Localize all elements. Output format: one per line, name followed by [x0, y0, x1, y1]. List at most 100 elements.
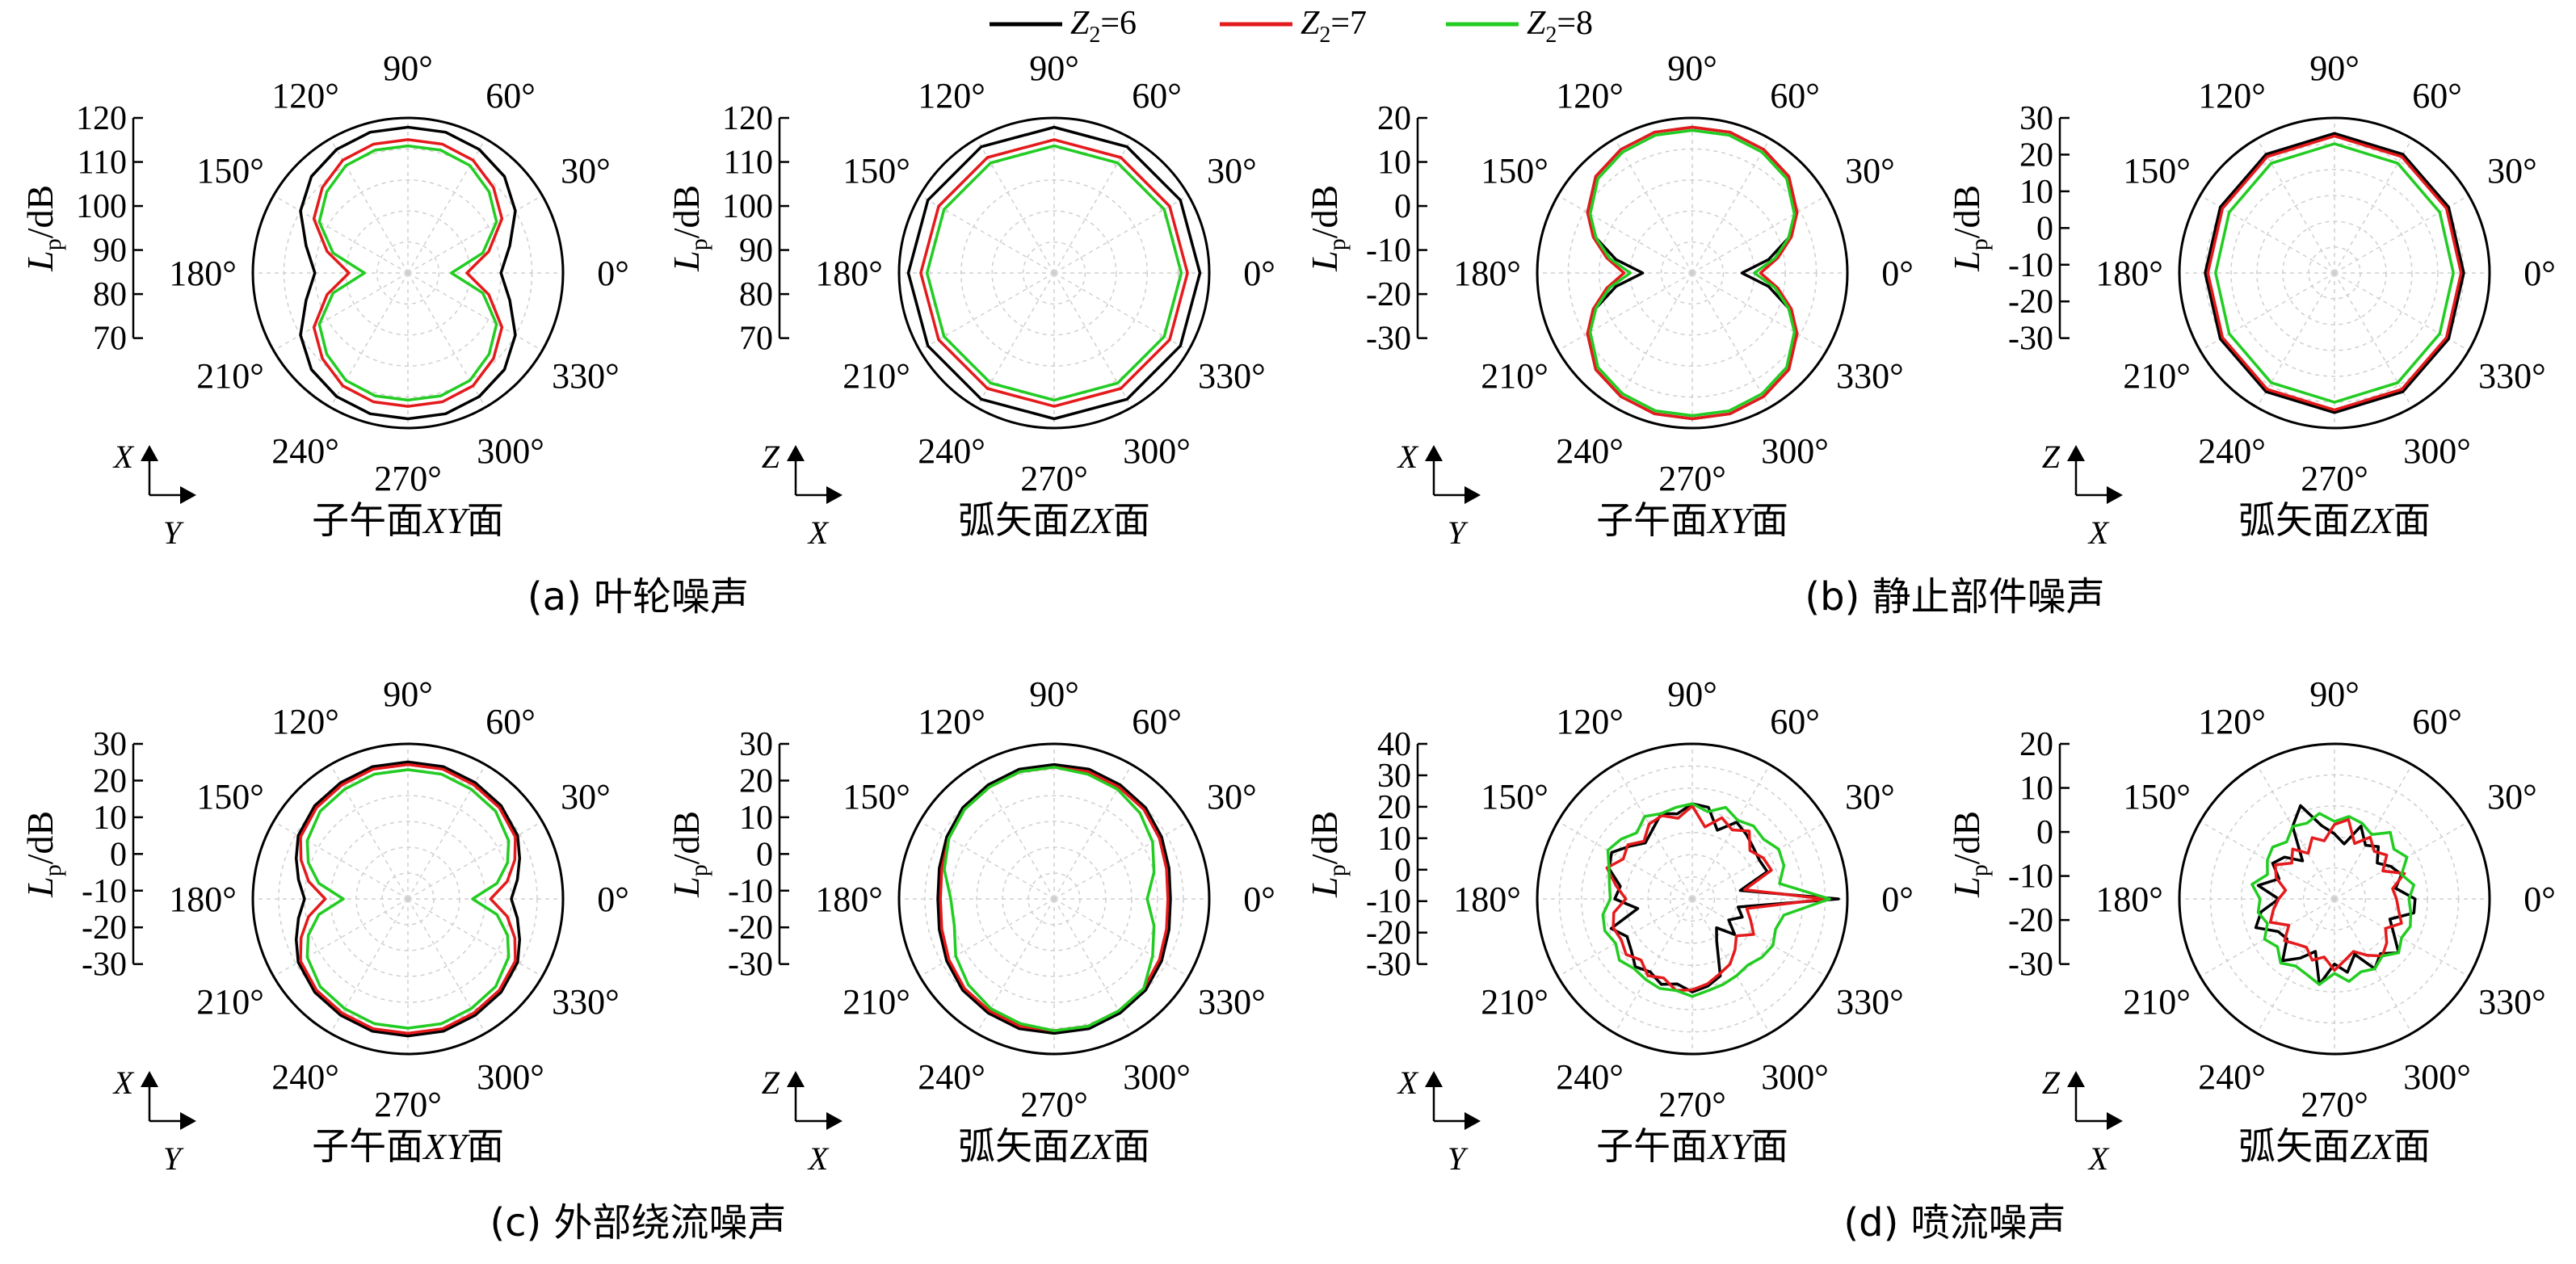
outer-ring [897, 116, 1211, 430]
plane-axes: ZX [2350, 500, 2395, 541]
grid-spoke [2256, 272, 2335, 408]
angle-label: 60° [485, 702, 536, 741]
angle-label: 90° [2309, 674, 2360, 714]
radial-tick-label: -20 [1366, 276, 1411, 313]
angle-label: 210° [2123, 982, 2191, 1022]
radial-tick-label: -20 [82, 909, 127, 947]
series-line-2 [2268, 817, 2406, 972]
ylabel-symbol: L [1304, 876, 1345, 898]
ylabel-subscript: p [1966, 238, 1993, 250]
radial-tick-label: -30 [1366, 947, 1411, 984]
radial-tick-label: -10 [728, 873, 773, 910]
angle-label: 90° [1029, 674, 1079, 714]
grid-spoke [1691, 272, 1771, 408]
series-line-2 [1586, 125, 1799, 421]
legend-symbol: Z [1527, 5, 1546, 42]
angle-label: 240° [271, 1057, 339, 1097]
radial-tick-label: 20 [93, 762, 127, 800]
plane-name: 弧矢面 [2238, 1124, 2350, 1168]
grid-spoke [2256, 138, 2335, 274]
grid-circle [1660, 241, 1725, 305]
angle-label: 90° [2309, 48, 2360, 88]
angle-label: 180° [169, 254, 237, 293]
angle-label: 240° [1556, 431, 1624, 471]
grid-spoke [1614, 898, 1693, 1034]
plane-axes: ZX [2350, 1126, 2395, 1167]
radial-tick-label: 20 [2019, 136, 2053, 174]
caption-a: (a) 叶轮噪声 [527, 574, 749, 619]
plane-suffix: 面 [2393, 1124, 2431, 1168]
radial-tick-label: -10 [1366, 233, 1411, 270]
angle-label: 300° [2403, 431, 2471, 471]
polar-plot-7: 0°30°60°90°120°150°180°210°240°270°300°3… [1304, 674, 1914, 1177]
grid-spoke [1691, 195, 1827, 274]
radial-tick-label: -30 [82, 947, 127, 984]
grid-spoke [1053, 898, 1189, 977]
grid-spoke [1557, 898, 1693, 977]
angle-label: 90° [383, 48, 433, 88]
ylabel-subscript: p [1324, 238, 1351, 250]
radial-tick-label: 10 [93, 800, 127, 837]
angle-label: 300° [1123, 1057, 1191, 1097]
plane-name: 弧矢面 [2238, 498, 2350, 542]
grid-spoke [273, 821, 409, 900]
plane-name: 弧矢面 [958, 498, 1069, 542]
radial-tick-label: 10 [2019, 174, 2053, 211]
grid-circle [960, 179, 1148, 367]
angle-label: 150° [1481, 777, 1549, 817]
radial-axis-title: Lp/dB [1946, 811, 1993, 898]
series-line-2 [2206, 134, 2463, 412]
plane-label: 子午面XY面 [312, 1124, 504, 1168]
arrow-head-up-icon [141, 445, 158, 461]
legend-label: Z2=6 [1070, 5, 1137, 48]
grid-spoke [2334, 138, 2413, 274]
radial-tick-label: 30 [93, 726, 127, 763]
ylabel-unit: /dB [19, 185, 61, 238]
angle-label: 270° [2301, 1085, 2368, 1124]
radial-tick-label: 100 [76, 188, 127, 225]
radial-tick-label: 80 [93, 276, 127, 313]
series-line-2 [1605, 804, 1827, 993]
coordinate-axes-icon: XY [112, 439, 196, 551]
angle-label: 240° [1556, 1057, 1624, 1097]
radial-tick-label: 20 [1377, 789, 1411, 826]
legend-value: =6 [1100, 5, 1137, 42]
radial-tick-label: -10 [82, 873, 127, 910]
ylabel-unit: /dB [1946, 811, 1987, 864]
angle-label: 0° [2523, 880, 2556, 919]
arrow-head-right-icon [2107, 1112, 2123, 1130]
outer-ring [251, 116, 565, 430]
ylabel-symbol: L [666, 876, 707, 898]
radial-tick-label: -20 [2008, 902, 2053, 939]
outer-ring [2178, 742, 2491, 1056]
arrow-head-up-icon [787, 1071, 805, 1087]
polar-plot-2: 0°30°60°90°120°150°180°210°240°270°300°3… [666, 48, 1275, 551]
radial-tick-label: 20 [1377, 100, 1411, 137]
plane-axes: XY [422, 500, 470, 541]
angle-label: 180° [1453, 880, 1521, 919]
coordinate-axes-icon: ZX [2042, 1065, 2123, 1177]
grid-circle [1603, 809, 1782, 989]
angle-label: 0° [597, 254, 629, 293]
angle-label: 240° [918, 431, 985, 471]
ylabel-subscript: p [686, 864, 712, 876]
legend-subscript: 2 [1089, 23, 1100, 48]
radial-tick-label: -30 [728, 947, 773, 984]
coordinate-axes-icon: XY [1397, 439, 1481, 551]
angle-label: 270° [1020, 1085, 1088, 1124]
angle-label: 300° [1123, 431, 1191, 471]
grid-circle [2230, 169, 2439, 377]
polar-plot-3: 0°30°60°90°120°150°180°210°240°270°300°3… [1304, 48, 1914, 551]
series-line-3 [943, 766, 1156, 1032]
angle-label: 270° [1658, 459, 1726, 498]
ylabel-subscript: p [40, 864, 66, 876]
radial-tick-label: 110 [724, 145, 773, 182]
angle-label: 120° [1556, 76, 1624, 115]
plane-axes: XY [1706, 500, 1754, 541]
axis-label-right: X [807, 1140, 830, 1177]
radial-tick-label: 0 [2036, 814, 2053, 851]
ylabel-symbol: L [1946, 876, 1987, 898]
angle-label: 330° [1836, 356, 1904, 396]
radial-tick-label: 30 [2019, 100, 2053, 137]
angle-label: 150° [2123, 777, 2191, 817]
